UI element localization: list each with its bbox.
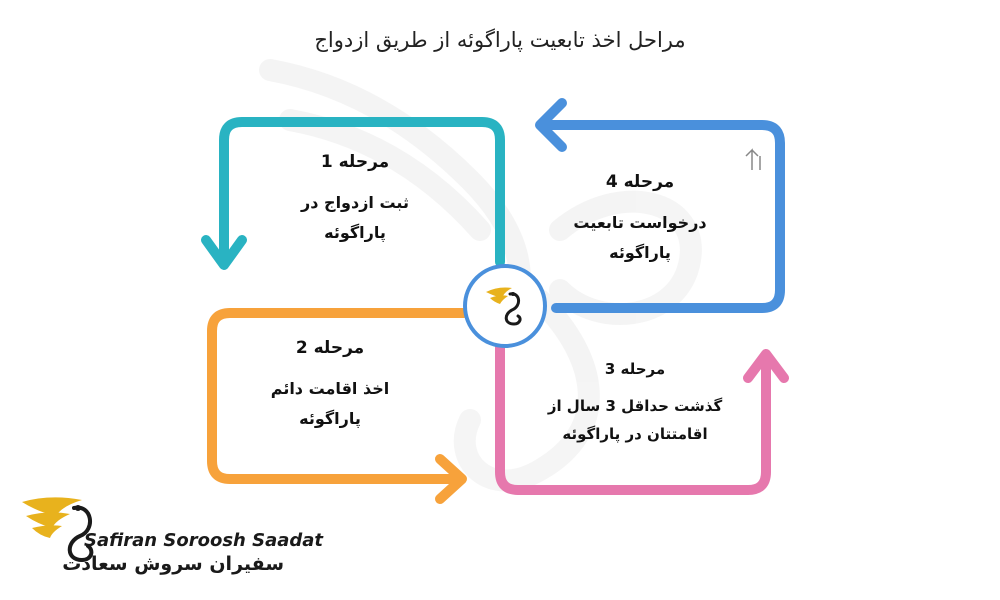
step-4-label: مرحله 4 <box>605 172 675 192</box>
step-3-text-line-2: اقامتتان در پاراگوئه <box>562 425 708 443</box>
brand-name-english: Safiran Soroosh Saadat <box>84 530 324 551</box>
step-1-box: مرحله 1 ثبت ازدواج در پاراگوئه <box>255 152 455 248</box>
step-4-arrowhead <box>535 98 567 152</box>
step-4-text-line-2: پاراگوئه <box>609 243 671 262</box>
small-up-arrow-icon <box>745 148 761 170</box>
brand-logo <box>22 497 94 563</box>
brand-name-persian: سفیران سروش سعادت <box>62 553 284 575</box>
step-1-label: مرحله 1 <box>320 152 390 172</box>
step-3-loop <box>495 340 771 495</box>
page-title: مراحل اخذ تابعیت پاراگوئه از طریق ازدواج <box>314 28 686 52</box>
step-2-arrowhead <box>435 454 467 504</box>
step-1-text-line-2: پاراگوئه <box>324 223 386 242</box>
center-bird-logo <box>486 287 522 326</box>
step-3-text-line-1: گذشت حداقل 3 سال از <box>547 397 723 415</box>
step-2-text-line-1: اخذ اقامت دائم <box>270 379 390 398</box>
step-2-text-line-2: پاراگوئه <box>299 409 361 428</box>
step-4-loop <box>540 120 785 313</box>
step-2-loop <box>207 308 469 484</box>
step-2-label: مرحله 2 <box>295 338 365 358</box>
step-1-arrowhead <box>201 235 247 270</box>
step-3-arrowhead <box>743 349 789 383</box>
step-3-label: مرحله 3 <box>604 360 666 378</box>
step-4-text-line-1: درخواست تابعیت <box>573 213 707 232</box>
center-circle <box>463 264 547 348</box>
step-2-box: مرحله 2 اخذ اقامت دائم پاراگوئه <box>225 338 435 434</box>
step-1-text-line-1: ثبت ازدواج در <box>301 193 409 212</box>
step-1-loop <box>219 117 505 267</box>
step-3-box: مرحله 3 گذشت حداقل 3 سال از اقامتتان در … <box>520 360 750 448</box>
step-4-box: مرحله 4 درخواست تابعیت پاراگوئه <box>555 172 725 268</box>
